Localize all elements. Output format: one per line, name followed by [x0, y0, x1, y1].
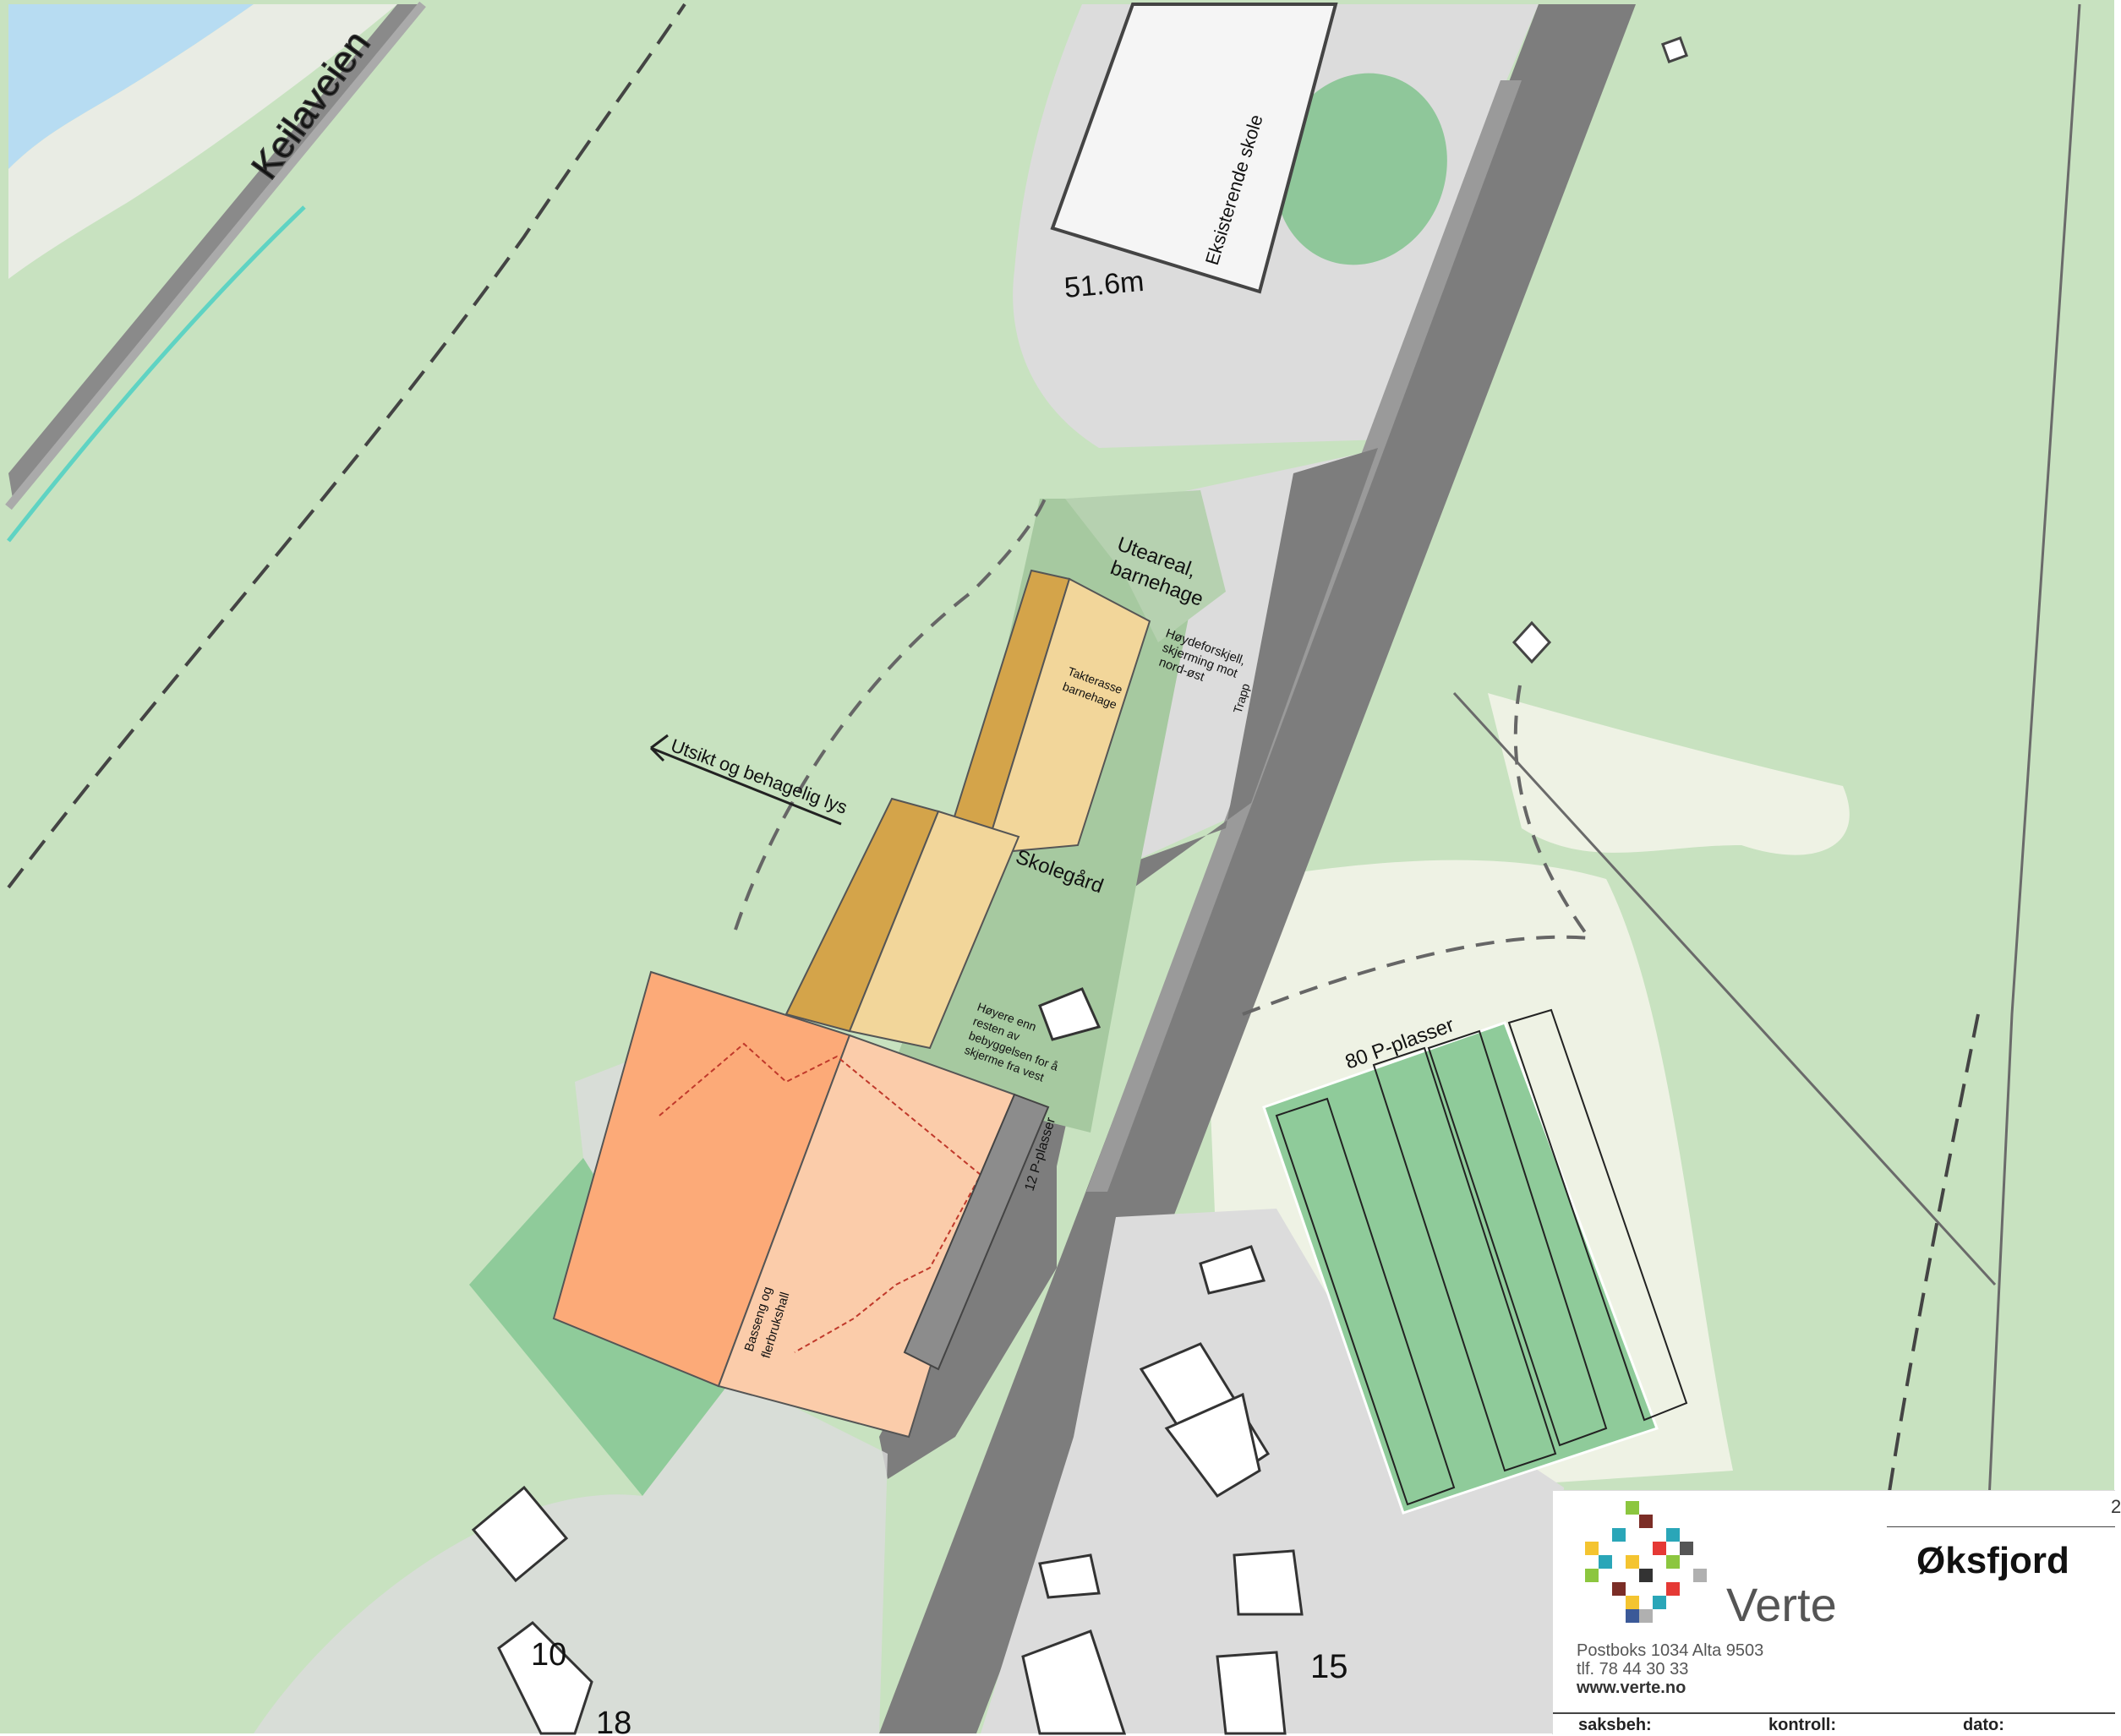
handler-field: saksbeh: [1578, 1716, 1652, 1734]
phone: tlf. 78 44 30 33 [1577, 1660, 1689, 1679]
shore-strip [8, 4, 397, 279]
house-number-18: 18 [596, 1706, 631, 1736]
house-number-15: 15 [1310, 1648, 1348, 1685]
project-title: Øksfjord [1916, 1540, 2069, 1581]
marker-diamond [1511, 620, 1552, 664]
house-number-10: 10 [531, 1637, 566, 1673]
boundary-line [1452, 691, 1997, 1286]
dashed-path [734, 489, 1050, 931]
parking-12 [903, 1093, 1050, 1371]
outdoor-area-green [1065, 490, 1226, 642]
sports-field [1275, 73, 1447, 265]
date-field: dato: [1963, 1716, 2004, 1734]
title-divider [1887, 1526, 2115, 1527]
main-road [879, 4, 1636, 1733]
brand-name: Verte [1726, 1578, 1837, 1631]
dashed-path [1858, 1013, 1980, 1734]
road-keilaveien-edge [5, 1, 426, 510]
website-link[interactable]: www.verte.no [1577, 1679, 1686, 1697]
drawing-number: 2 [2111, 1496, 2121, 1517]
contact-info: Postboks 1034 Alta 9503 tlf. 78 44 30 33… [1577, 1641, 1763, 1697]
elevation-label: 51.6m [1063, 265, 1145, 304]
water-area [8, 4, 254, 169]
building-kindergarten [983, 577, 1151, 855]
building-school [848, 810, 1020, 1050]
building-hall-peach [717, 1034, 1016, 1438]
verte-logo-icon [1585, 1501, 1707, 1623]
existing-school-building [1050, 3, 1338, 294]
control-field: kontroll: [1768, 1716, 1836, 1734]
existing-buildings-south [471, 987, 1304, 1735]
paved-area-southeast [981, 1209, 1564, 1733]
parking-80-rows [1275, 1008, 1688, 1506]
address: Postboks 1034 Alta 9503 [1577, 1641, 1764, 1660]
terrain-light-patch [1488, 693, 1850, 855]
dashed-path [7, 3, 686, 889]
view-arrow [649, 734, 842, 826]
road-side-lot [879, 448, 1378, 1479]
title-block: Verte Postboks 1034 Alta 9503 tlf. 78 44… [1552, 1490, 2121, 1736]
title-block-footer: saksbeh: kontroll: dato: [1553, 1712, 2115, 1736]
parking-80-area [1262, 1021, 1659, 1515]
marker-square [1660, 35, 1689, 64]
stream-line [7, 205, 306, 543]
